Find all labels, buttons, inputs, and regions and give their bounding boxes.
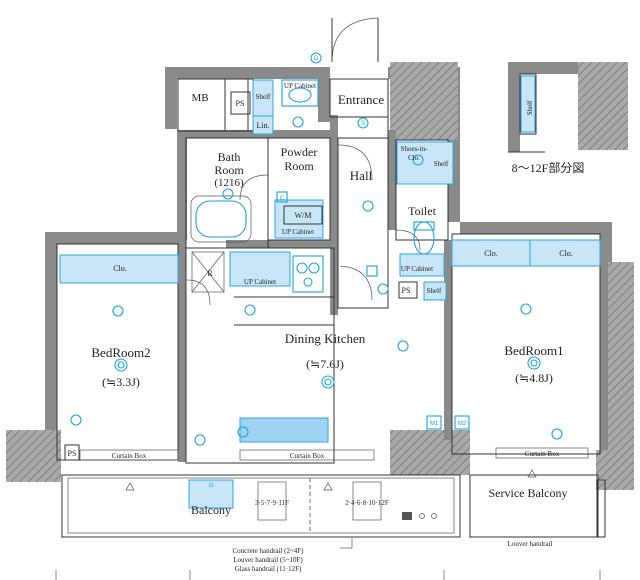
room-balcony: Balcony xyxy=(191,503,231,517)
label-shelf-top: Shelf xyxy=(256,93,271,101)
label-m2: M2 xyxy=(458,421,467,427)
room-bath-1: Bath xyxy=(218,150,241,164)
curtain-boxes xyxy=(79,447,589,461)
label-floors-a: 3·5·7·9·11F xyxy=(255,499,289,507)
label-louver-handrail: Louver handrail xyxy=(508,540,553,548)
label-curtain-bed2: Curtain Box xyxy=(112,452,147,460)
label-ps-toilet: PS xyxy=(402,286,411,295)
label-c: C xyxy=(280,196,285,202)
inset-diagram xyxy=(508,62,628,153)
room-bedroom2-area: (≒3.3J) xyxy=(102,375,140,389)
labels: Entrance Hall Toilet Bath Room (1216) Po… xyxy=(68,56,585,573)
room-dining-area: (≒7.6J) xyxy=(306,357,344,371)
label-floors-b: 2·4·6·8·10·12F xyxy=(345,499,389,507)
label-clo-bed2: Clo. xyxy=(113,264,127,273)
label-clo-bed1-b: Clo. xyxy=(559,249,573,258)
handrail-note-louver: Louver handrail (5~10F) xyxy=(233,556,303,564)
inset-caption: 8～12F部分図 xyxy=(512,160,585,175)
label-shoes-2: Clo. xyxy=(408,154,420,162)
label-clo-bed1-a: Clo. xyxy=(484,249,498,258)
room-bedroom2: BedRoom2 xyxy=(91,345,150,360)
label-ps-top: PS xyxy=(236,99,245,108)
handrail-note-glass: Glass handrail (11·12F) xyxy=(235,565,302,573)
label-wm: W/M xyxy=(295,211,312,220)
room-toilet: Toilet xyxy=(408,204,436,218)
washbasin xyxy=(281,79,319,107)
label-d: D xyxy=(314,56,319,62)
handrail-note-concrete: Concrete handrail (2~4F) xyxy=(232,547,304,555)
label-upcabinet-powder: UP Cabinet xyxy=(282,228,314,236)
markers xyxy=(64,91,537,521)
exterior-walls xyxy=(6,62,634,490)
label-ps-bed2: PS xyxy=(68,449,77,458)
label-curtain-dining: Curtain Box xyxy=(290,452,325,460)
kitchen-stove xyxy=(292,255,324,293)
doors xyxy=(186,17,421,306)
bathtub xyxy=(190,195,252,243)
label-r: R xyxy=(207,269,213,278)
label-g: G xyxy=(209,483,214,489)
lighting-symbols xyxy=(70,52,563,446)
label-shelf-shoes: Shelf xyxy=(434,160,449,168)
handrail-ticks xyxy=(55,538,601,580)
room-bedroom1-area: (≒4.8J) xyxy=(515,371,553,385)
label-curtain-bed1: Curtain Box xyxy=(525,450,560,458)
room-service-balcony: Service Balcony xyxy=(489,486,568,500)
inset-shelf: Shelf xyxy=(526,100,534,115)
room-powder-1: Powder xyxy=(281,145,318,159)
label-shoes-1: Shoes-in- xyxy=(401,145,429,153)
room-bedroom1: BedRoom1 xyxy=(504,343,563,358)
label-lin: Lin. xyxy=(256,121,269,130)
room-hall: Hall xyxy=(350,168,373,183)
room-powder-2: Room xyxy=(284,159,314,173)
label-s: S xyxy=(361,121,365,127)
label-m1: M1 xyxy=(430,421,439,427)
room-dining-kitchen: Dining Kitchen xyxy=(285,331,366,346)
closets xyxy=(59,79,601,509)
label-shelf-toilet: Shelf xyxy=(427,287,442,295)
room-bath-2: Room xyxy=(214,163,244,177)
label-upcabinet-toilet: UP Cabinet xyxy=(401,265,433,273)
room-bath-size: (1216) xyxy=(214,177,244,189)
room-entrance: Entrance xyxy=(338,92,384,107)
balcony-area xyxy=(61,474,606,538)
label-upcabinet-wash: UP Cabinet xyxy=(284,82,316,90)
label-upcabinet-kitchen: UP Cabinet xyxy=(244,278,276,286)
label-mb: MB xyxy=(191,92,208,104)
